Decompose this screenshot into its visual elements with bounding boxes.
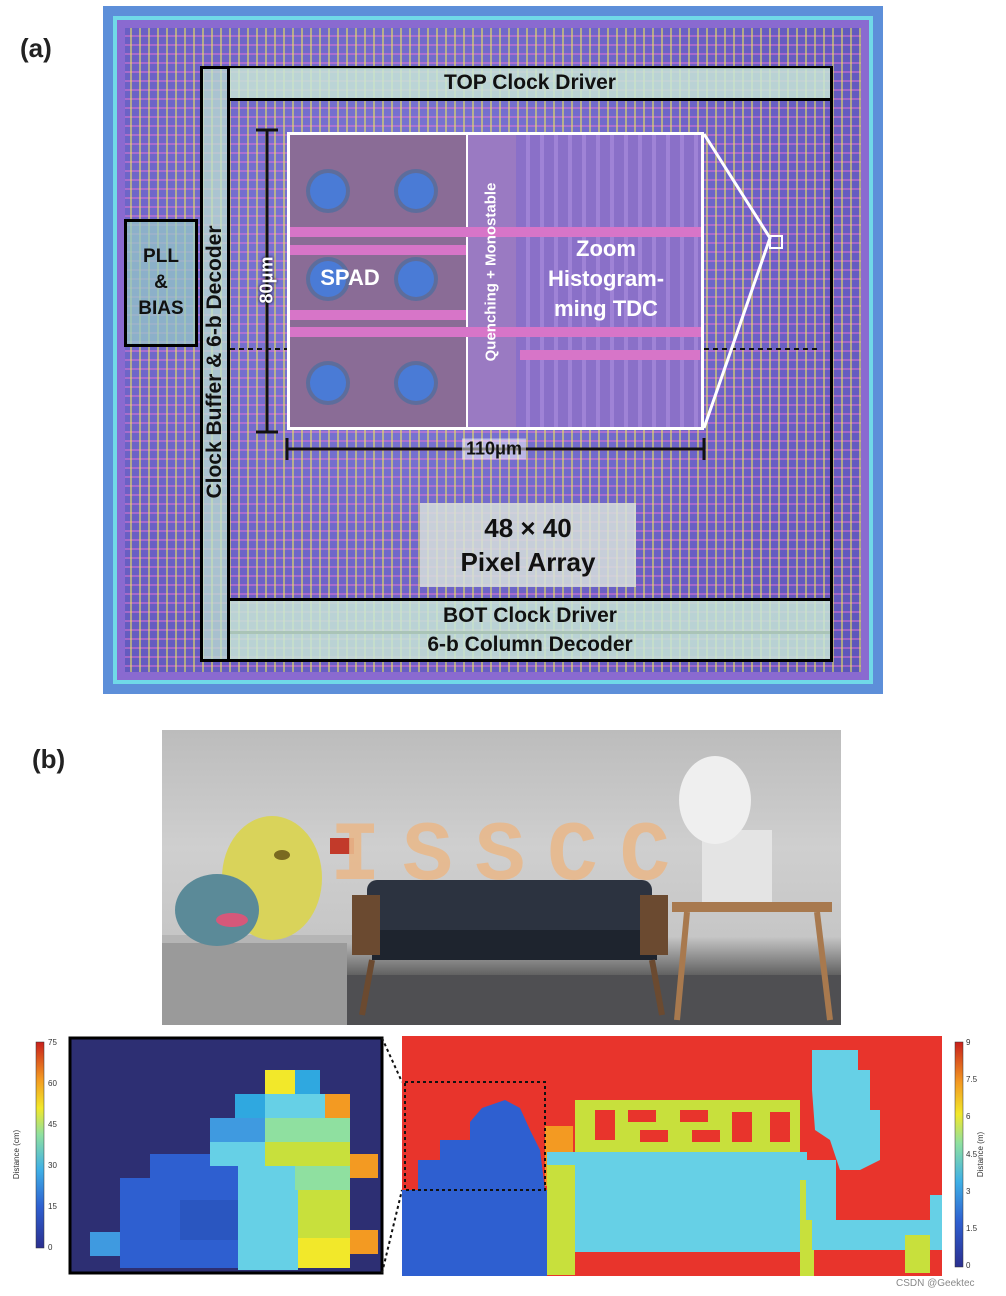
tdc-region — [516, 135, 701, 427]
pll-amp-label: & — [154, 272, 168, 293]
left-colorbar-tick: 0 — [48, 1243, 53, 1252]
right-colorbar-tick: 0 — [966, 1261, 971, 1270]
panel-a-label: (a) — [20, 33, 52, 63]
metal-stripe — [520, 350, 700, 360]
left-colorbar-tick: 45 — [48, 1120, 57, 1129]
spad-diode — [310, 173, 346, 209]
tdc-label: Zoom Histogram- ming TDC — [548, 234, 664, 324]
panel-b-label: (b) — [32, 744, 66, 774]
scene-illustration — [162, 756, 841, 1025]
metal-stripe — [290, 310, 466, 320]
pll-bias-block: PLL & BIAS — [124, 219, 198, 347]
spad-diode — [398, 173, 434, 209]
bot-clock-driver-label: BOT Clock Driver — [443, 604, 617, 627]
column-decoder-label: 6-b Column Decoder — [427, 633, 633, 656]
right-colorbar — [954, 1041, 964, 1268]
top-clock-driver: TOP Clock Driver — [230, 68, 830, 101]
left-colorbar-tick: 60 — [48, 1079, 57, 1088]
right-colorbar-tick: 7.5 — [966, 1075, 978, 1084]
credit-watermark: CSDN @Geektec — [896, 1278, 975, 1289]
right-colorbar-tick: 4.5 — [966, 1150, 978, 1159]
spad-diode — [310, 365, 346, 401]
tdc-label-line: Histogram- — [547, 266, 665, 291]
pixel-array-text: Pixel Array — [460, 547, 596, 577]
right-colorbar-title: Distance (m) — [976, 1131, 986, 1178]
spad-diode — [310, 261, 346, 297]
metal-stripe — [290, 245, 466, 255]
pll-label: PLL — [143, 246, 179, 267]
bias-label: BIAS — [138, 298, 184, 319]
pixel-zoom-inset — [287, 132, 704, 430]
tdc-label-line: ming TDC — [554, 296, 658, 321]
left-colorbar-tick: 30 — [48, 1161, 57, 1170]
pixel-array-size: 48 × 40 — [484, 513, 572, 543]
top-clock-driver-label: TOP Clock Driver — [444, 71, 616, 94]
pixel-array-label: 48 × 40 Pixel Array — [420, 503, 636, 587]
right-colorbar-tick: 3 — [966, 1187, 971, 1196]
width-dimension-label: 110μm — [461, 438, 527, 460]
column-decoder: 6-b Column Decoder — [230, 631, 830, 659]
spad-label: SPAD — [320, 265, 380, 290]
photo-sign-text: ISSCC — [330, 810, 693, 905]
quenching-region — [466, 135, 518, 427]
scene-photo — [162, 730, 841, 1025]
right-colorbar-tick: 6 — [966, 1112, 971, 1121]
metal-stripe — [290, 227, 701, 237]
left-depth-map — [68, 1036, 384, 1275]
left-colorbar-tick: 75 — [48, 1038, 57, 1047]
left-colorbar-tick: 15 — [48, 1202, 57, 1211]
depth-maps — [35, 1036, 964, 1276]
right-colorbar-tick: 1.5 — [966, 1224, 978, 1233]
right-depth-map — [402, 1036, 942, 1276]
left-colorbar-title: Distance (cm) — [12, 1129, 22, 1180]
spad-diode — [398, 261, 434, 297]
bot-clock-driver: BOT Clock Driver — [230, 598, 830, 634]
clock-buffer-column — [200, 66, 230, 662]
right-colorbar-tick: 9 — [966, 1038, 971, 1047]
left-colorbar — [35, 1041, 45, 1249]
height-dimension-label: 80μm — [256, 256, 277, 304]
dimension-lines — [230, 128, 820, 460]
tdc-label-line: Zoom — [576, 236, 636, 261]
spad-diode — [398, 365, 434, 401]
metal-stripe — [290, 327, 701, 337]
